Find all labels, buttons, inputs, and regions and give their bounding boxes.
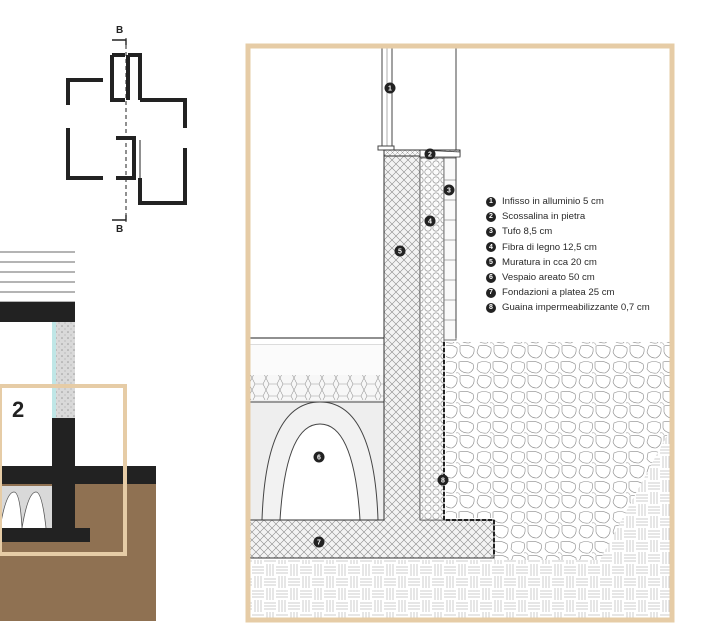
marker-circles — [313, 82, 455, 548]
legend-number: 3 — [486, 226, 496, 237]
marker-2: 2 — [428, 152, 432, 159]
legend-item-4: 4 Fibra di legno 12,5 cm — [486, 240, 701, 255]
key-plan — [66, 38, 187, 222]
legend-number: 5 — [486, 257, 496, 268]
detail-number: 2 — [12, 397, 24, 422]
legend-item-5: 5 Muratura in cca 20 cm — [486, 255, 701, 270]
legend-number: 1 — [486, 196, 496, 207]
legend-text: Muratura in cca 20 cm — [502, 256, 597, 268]
overview-section — [0, 251, 156, 621]
legend-item-8: 8 Guaina impermeabilizzante 0,7 cm — [486, 300, 701, 315]
legend-number: 8 — [486, 302, 496, 313]
marker-1: 1 — [388, 86, 392, 93]
marker-8: 8 — [441, 478, 445, 485]
legend-text: Fibra di legno 12,5 cm — [502, 241, 597, 253]
detail-panel: 1 2 3 4 5 6 7 8 — [245, 43, 675, 623]
legend-text: Tufo 8,5 cm — [502, 226, 553, 238]
marker-4: 4 — [428, 219, 432, 226]
marker-7: 7 — [317, 540, 321, 547]
legend-number: 4 — [486, 242, 496, 253]
legend-number: 7 — [486, 287, 496, 298]
marker-6: 6 — [317, 455, 321, 462]
legend-text: Vespaio areato 50 cm — [502, 272, 595, 284]
legend-text: Scossalina in pietra — [502, 211, 586, 223]
legend: 1 Infisso in alluminio 5 cm 2 Scossalina i… — [486, 194, 701, 316]
marker-3: 3 — [447, 188, 451, 195]
section-mark-bottom: B — [116, 224, 123, 235]
legend-text: Fondazioni a platea 25 cm — [502, 287, 615, 299]
legend-number: 2 — [486, 211, 496, 222]
legend-item-1: 1 Infisso in alluminio 5 cm — [486, 194, 701, 209]
marker-labels: 1 2 3 4 5 6 7 8 — [317, 86, 451, 547]
legend-item-7: 7 Fondazioni a platea 25 cm — [486, 285, 701, 300]
marker-5: 5 — [398, 249, 402, 256]
section-mark-top: B — [116, 25, 123, 36]
legend-number: 6 — [486, 272, 496, 283]
legend-item-3: 3 Tufo 8,5 cm — [486, 224, 701, 239]
legend-item-2: 2 Scossalina in pietra — [486, 209, 701, 224]
legend-text: Guaina impermeabilizzante 0,7 cm — [502, 302, 650, 314]
legend-text: Infisso in alluminio 5 cm — [502, 196, 604, 208]
legend-item-6: 6 Vespaio areato 50 cm — [486, 270, 701, 285]
